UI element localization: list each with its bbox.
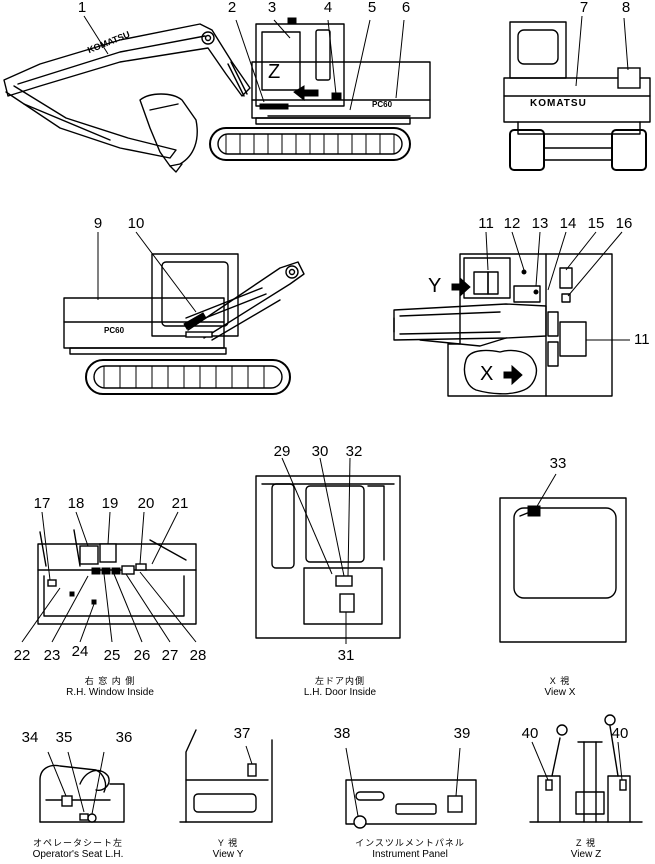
caption-lh-door-jp: 左ドア内側 [314, 676, 366, 686]
caption-view-z: Z 視 View Z [571, 838, 601, 861]
caption-view-y-jp: Y 視 [217, 838, 239, 848]
caption-rh-window-jp: 右 窓 内 側 [84, 676, 136, 686]
caption-view-y-en: View Y [212, 849, 244, 860]
caption-rh-window: 右 窓 内 側 R.H. Window Inside [66, 676, 154, 699]
view-y [179, 729, 273, 823]
callout-5: 5 [367, 0, 377, 16]
excavator-left-view [63, 231, 305, 395]
marker-x: X [480, 363, 494, 385]
instrument-panel-view [345, 747, 477, 829]
callout-16: 16 [615, 215, 633, 232]
callout-10: 10 [127, 215, 145, 232]
marker-z: Z [268, 61, 281, 83]
callout-2: 2 [227, 0, 237, 16]
lh-door-inside-view [255, 457, 401, 644]
model-label-right: PC60 [372, 100, 393, 109]
callout-35: 35 [55, 729, 73, 746]
caption-lh-door: 左ドア内側 L.H. Door Inside [304, 676, 376, 699]
callout-25: 25 [103, 647, 121, 664]
caption-view-x: X 視 View X [545, 676, 576, 699]
callout-6: 6 [401, 0, 411, 16]
excavator-side-view [3, 15, 431, 173]
rh-window-inside-view [21, 511, 197, 643]
caption-view-x-jp: X 視 [549, 676, 571, 686]
callout-9: 9 [93, 215, 103, 232]
callout-12: 12 [503, 215, 521, 232]
callout-14: 14 [559, 215, 577, 232]
callout-22: 22 [13, 647, 31, 664]
callout-34: 34 [21, 729, 39, 746]
callout-8: 8 [621, 0, 631, 16]
caption-lh-door-en: L.H. Door Inside [303, 687, 377, 698]
callout-28: 28 [189, 647, 207, 664]
callout-26: 26 [133, 647, 151, 664]
operators-seat-view [39, 751, 125, 823]
caption-view-z-jp: Z 視 [575, 838, 596, 848]
callout-7: 7 [579, 0, 589, 16]
caption-instrument-panel-en: Instrument Panel [372, 849, 448, 860]
callout-36: 36 [115, 729, 133, 746]
excavator-top-view [393, 231, 630, 397]
view-x [499, 473, 627, 643]
caption-operator-seat-jp: オペレータシート左 [32, 838, 123, 848]
model-label-left: PC60 [104, 326, 125, 335]
callout-27: 27 [161, 647, 179, 664]
caption-instrument-panel-jp: インスツルメントパネル [355, 838, 465, 848]
callout-39: 39 [453, 725, 471, 742]
rear-brand-text: KOMATSU [530, 98, 587, 109]
callout-40-left: 40 [521, 725, 539, 742]
callout-1: 1 [77, 0, 87, 16]
callout-4: 4 [323, 0, 333, 16]
callout-38: 38 [333, 725, 351, 742]
callout-17: 17 [33, 495, 51, 512]
callout-15: 15 [587, 215, 605, 232]
marker-y: Y [428, 275, 442, 297]
callout-33: 33 [549, 455, 567, 472]
callout-37: 37 [233, 725, 251, 742]
callout-19: 19 [101, 495, 119, 512]
caption-operator-seat: オペレータシート左 Operator's Seat L.H. [33, 838, 124, 861]
caption-instrument-panel: インスツルメントパネル Instrument Panel [355, 838, 465, 861]
callout-29: 29 [273, 443, 291, 460]
callout-3: 3 [267, 0, 277, 16]
callout-31: 31 [337, 647, 355, 664]
callout-30: 30 [311, 443, 329, 460]
callout-13: 13 [531, 215, 549, 232]
caption-view-y: Y 視 View Y [213, 838, 244, 861]
callout-18: 18 [67, 495, 85, 512]
callout-23: 23 [43, 647, 61, 664]
callout-32: 32 [345, 443, 363, 460]
caption-view-z-en: View Z [570, 849, 602, 860]
view-z [529, 714, 643, 823]
caption-view-x-en: View X [544, 687, 576, 698]
excavator-rear-view [503, 15, 651, 171]
callout-11-side: 11 [634, 331, 650, 348]
callout-21: 21 [171, 495, 189, 512]
callout-24: 24 [71, 643, 89, 660]
callout-20: 20 [137, 495, 155, 512]
caption-operator-seat-en: Operator's Seat L.H. [32, 849, 124, 860]
callout-11: 11 [478, 215, 494, 232]
callout-40-right: 40 [611, 725, 629, 742]
caption-rh-window-en: R.H. Window Inside [66, 687, 154, 698]
